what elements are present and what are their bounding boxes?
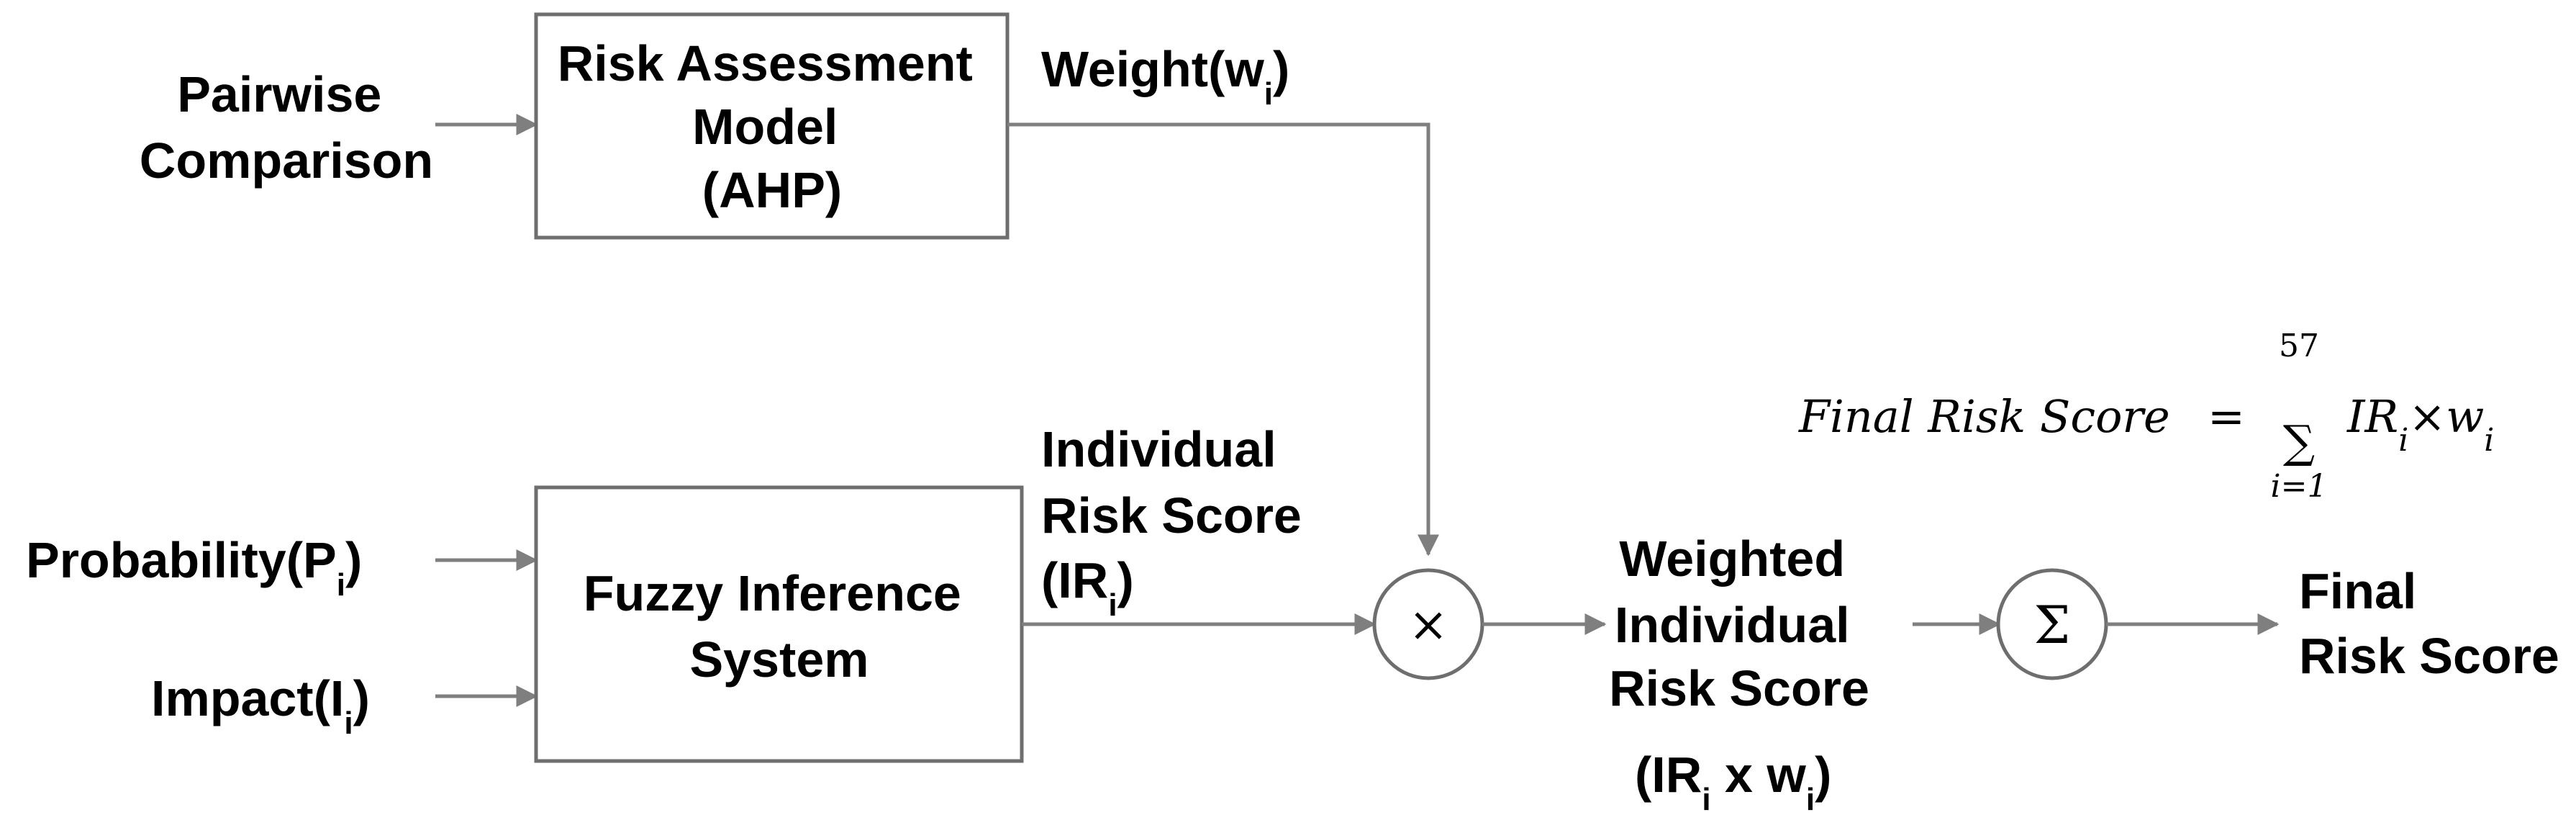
weight-label: Weight(wi) (1041, 41, 1289, 112)
multiply-icon: × (1408, 597, 1448, 652)
pairwise-comparison-label: Pairwise Comparison (140, 66, 433, 189)
formula-lhs: Final Risk Score (1798, 390, 2170, 443)
ahp-model-box (534, 12, 1010, 240)
weighted-risk-score-symbol: (IRi x wi) (1635, 747, 1831, 815)
sum-icon: Σ (2034, 595, 2071, 655)
formula-term: IRi×wi (2346, 390, 2494, 459)
weight-arrow (1007, 122, 1439, 557)
ahp-model-label: Risk Assessment Model (AHP) (558, 35, 987, 218)
individual-risk-score-symbol: (IRi) (1041, 552, 1134, 623)
fuzzy-inference-label: Fuzzy Inference System (584, 565, 976, 688)
formula-lower-limit: i=1 (2271, 468, 2328, 505)
formula-equals: = (2208, 390, 2245, 443)
final-risk-score-formula: Final Risk Score = ∑ 57 i=1 IRi×wi (1798, 328, 2494, 505)
fuzzy-inference-box (534, 485, 1024, 763)
weighted-individual-risk-score-label: Weighted Individual Risk Score (1609, 531, 1869, 716)
impact-label: Impact(Ii) (151, 670, 370, 741)
formula-upper-limit: 57 (2279, 328, 2319, 364)
formula-sigma-icon: ∑ (2283, 415, 2315, 468)
final-risk-score-label: Final Risk Score (2299, 563, 2559, 684)
individual-risk-score-label: Individual Risk Score (1041, 421, 1302, 544)
probability-label: Probability(Pi) (26, 532, 362, 603)
